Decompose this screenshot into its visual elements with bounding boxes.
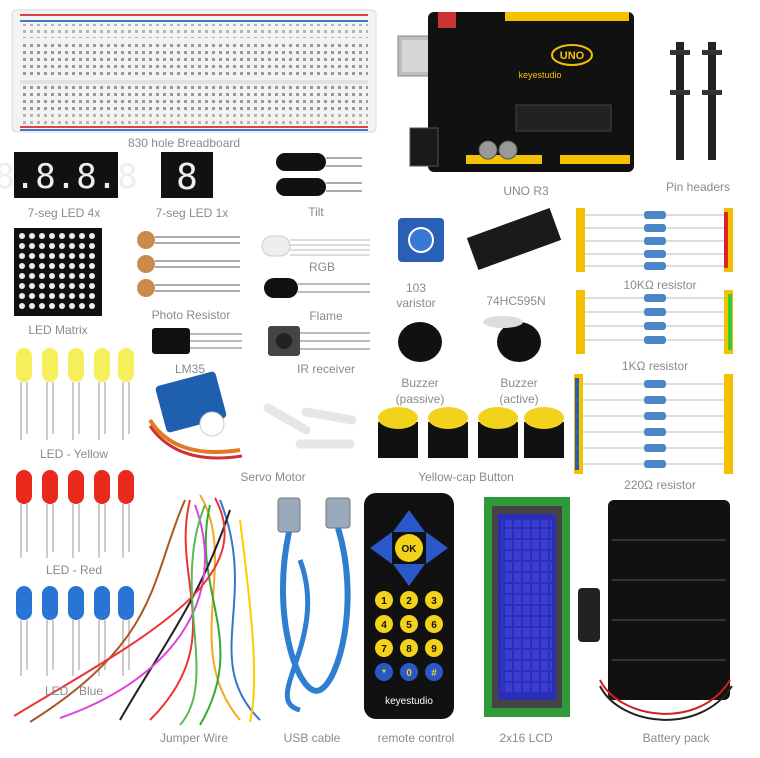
remote-key bbox=[375, 615, 393, 633]
label-remote: remote control bbox=[377, 731, 455, 745]
battery-pack bbox=[578, 500, 733, 721]
ir-receiver bbox=[268, 326, 370, 356]
label-led-matrix: LED Matrix bbox=[28, 323, 88, 337]
remote-key bbox=[400, 639, 418, 657]
leds-yellow bbox=[16, 348, 134, 440]
remote-key-label: # bbox=[431, 668, 437, 679]
usb-cable bbox=[277, 497, 351, 713]
remote-key bbox=[400, 615, 418, 633]
label-uno: UNO R3 bbox=[503, 184, 549, 198]
label-ir-receiver: IR receiver bbox=[296, 362, 356, 376]
leds-red bbox=[16, 470, 134, 558]
label-led-yellow: LED - Yellow bbox=[39, 447, 109, 461]
remote-keypad: 1 2 3 4 5 6 7 8 9 * 0 # bbox=[375, 591, 443, 681]
remote-key-label: 4 bbox=[381, 620, 387, 631]
label-buzzer-active-2: (active) bbox=[499, 392, 539, 406]
seven-seg-1x: 8 bbox=[161, 152, 213, 198]
label-lm35: LM35 bbox=[174, 362, 206, 376]
label-seg4: 7-seg LED 4x bbox=[27, 206, 101, 220]
label-tilt: Tilt bbox=[308, 205, 324, 219]
label-buzzer-passive-1: Buzzer bbox=[401, 376, 439, 390]
label-flame: Flame bbox=[309, 309, 343, 323]
remote-key bbox=[400, 663, 418, 681]
pin-headers bbox=[670, 42, 722, 160]
resistors-1k bbox=[576, 290, 733, 354]
label-jumper: Jumper Wire bbox=[159, 731, 229, 745]
remote-key bbox=[375, 663, 393, 681]
remote-key-label: 9 bbox=[431, 644, 437, 655]
remote-key-label: 7 bbox=[381, 644, 387, 655]
seven-seg-4x: 8.8.8.8 bbox=[0, 152, 138, 198]
label-varistor-2: varistor bbox=[396, 296, 436, 310]
label-rgb: RGB bbox=[308, 260, 336, 274]
remote-key-label: 8 bbox=[406, 644, 412, 655]
label-buzzer-active-1: Buzzer bbox=[500, 376, 538, 390]
lcd-2x16 bbox=[484, 497, 570, 717]
remote-key bbox=[425, 591, 443, 609]
resistors-220 bbox=[574, 374, 733, 474]
label-r10k: 10KΩ resistor bbox=[623, 278, 697, 292]
resistors-10k bbox=[576, 208, 733, 272]
remote-key-label: 5 bbox=[406, 620, 412, 631]
remote-key-label: * bbox=[382, 668, 386, 679]
shift-register-chip bbox=[466, 207, 562, 271]
label-buzzer-passive-2: (passive) bbox=[395, 392, 445, 406]
remote-key bbox=[425, 663, 443, 681]
board-marking: UNO bbox=[560, 50, 585, 62]
label-r1k: 1KΩ resistor bbox=[621, 359, 689, 373]
label-servo: Servo Motor bbox=[240, 470, 306, 484]
remote-key bbox=[425, 639, 443, 657]
jumper-wires bbox=[13, 494, 261, 726]
buzzer-passive bbox=[398, 322, 442, 362]
label-shift-register: 74HC595N bbox=[486, 294, 546, 308]
buzzer-active bbox=[483, 316, 541, 362]
tilt-switches bbox=[276, 153, 362, 196]
remote-key bbox=[400, 591, 418, 609]
flame-sensor bbox=[264, 278, 370, 298]
label-led-blue: LED - Blue bbox=[44, 684, 104, 698]
remote-key-label: 6 bbox=[431, 620, 437, 631]
label-pin-headers: Pin headers bbox=[665, 180, 731, 194]
label-varistor-1: 103 bbox=[405, 281, 427, 295]
label-usb: USB cable bbox=[283, 731, 341, 745]
remote-key bbox=[375, 639, 393, 657]
label-lcd: 2x16 LCD bbox=[499, 731, 553, 745]
remote-key-label: 3 bbox=[431, 596, 437, 607]
board-logo: keyestudio bbox=[518, 70, 561, 80]
leds-blue bbox=[16, 586, 134, 676]
remote-control: OK 1 2 3 4 5 6 7 8 9 * 0 # keyestudio bbox=[364, 493, 454, 719]
breadboard bbox=[11, 9, 377, 133]
label-led-red: LED - Red bbox=[45, 563, 103, 577]
label-photo-resistor: Photo Resistor bbox=[151, 308, 231, 322]
servo-motor bbox=[148, 371, 243, 460]
label-breadboard: 830 hole Breadboard bbox=[127, 136, 241, 150]
rgb-led bbox=[261, 235, 370, 257]
label-battery: Battery pack bbox=[642, 731, 710, 745]
led-matrix bbox=[14, 228, 102, 316]
servo-horns bbox=[263, 403, 357, 449]
lm35-sensor bbox=[152, 328, 242, 354]
yellow-cap-buttons bbox=[378, 407, 564, 458]
varistor bbox=[398, 218, 444, 262]
label-button: Yellow-cap Button bbox=[418, 470, 514, 484]
label-seg1: 7-seg LED 1x bbox=[155, 206, 229, 220]
remote-key-label: 2 bbox=[406, 596, 412, 607]
seg1-digit: 8 bbox=[176, 157, 198, 198]
remote-key-label: 0 bbox=[406, 668, 412, 679]
photo-resistors bbox=[137, 231, 240, 297]
uno-board: UNO keyestudio bbox=[397, 12, 634, 172]
seg4-digits: 8.8.8.8 bbox=[0, 157, 138, 197]
remote-key-label: 1 bbox=[381, 596, 387, 607]
remote-logo: keyestudio bbox=[385, 696, 433, 707]
remote-key bbox=[375, 591, 393, 609]
label-r220: 220Ω resistor bbox=[624, 478, 696, 492]
remote-ok-key: OK bbox=[402, 544, 418, 555]
remote-key bbox=[425, 615, 443, 633]
